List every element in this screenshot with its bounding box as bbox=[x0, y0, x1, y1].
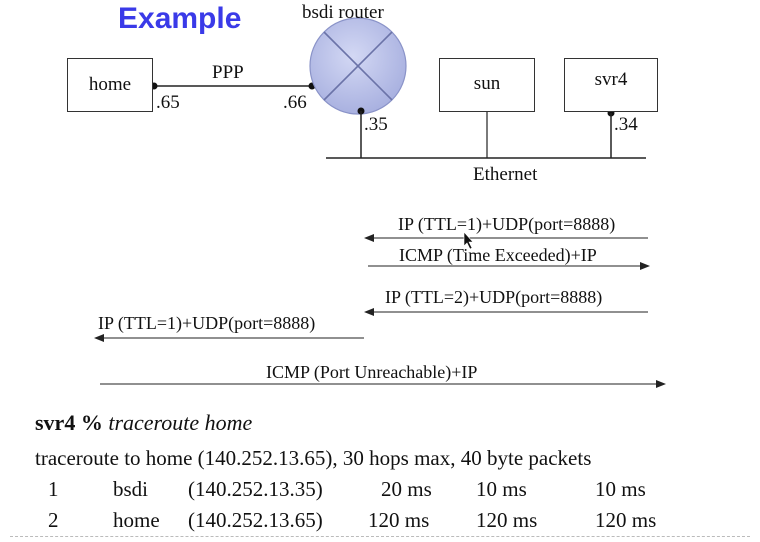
hop-1-time-2: 10 ms bbox=[476, 477, 527, 501]
ethernet-label: Ethernet bbox=[473, 164, 538, 185]
arrow-m1-head bbox=[364, 234, 374, 242]
message-3: IP (TTL=2)+UDP(port=8888) bbox=[385, 287, 603, 307]
hop-1-number: 1 bbox=[48, 477, 59, 501]
hop-1-host: bsdi bbox=[113, 477, 149, 501]
router-cross-b bbox=[323, 31, 393, 101]
arrow-m3-head bbox=[364, 308, 374, 316]
home-node: home bbox=[67, 58, 153, 112]
ppp-label: PPP bbox=[212, 62, 244, 83]
hop-1-ip: (140.252.13.35) bbox=[188, 477, 323, 501]
hop-2-time-1: 120 ms bbox=[368, 508, 430, 532]
hop-1-time-3: 10 ms bbox=[595, 477, 646, 501]
hop-2-ip: (140.252.13.65) bbox=[188, 508, 323, 532]
shell-prompt: svr4 % bbox=[35, 410, 103, 435]
command-line: svr4 % traceroute home bbox=[35, 410, 252, 436]
hop-2-host: home bbox=[113, 508, 160, 532]
slide-title: Example bbox=[118, 2, 242, 35]
hop-1-time-1: 20 ms bbox=[381, 477, 432, 501]
router-ppp-address: .66 bbox=[283, 92, 307, 113]
bottom-divider bbox=[10, 536, 750, 537]
svr4-node-label: svr4 bbox=[594, 69, 628, 90]
hop-2-number: 2 bbox=[48, 508, 59, 532]
svr4-address: .34 bbox=[614, 114, 638, 135]
message-4: IP (TTL=1)+UDP(port=8888) bbox=[98, 313, 316, 333]
router-label: bsdi router bbox=[302, 2, 384, 23]
arrow-m4-head bbox=[94, 334, 104, 342]
message-1: IP (TTL=1)+UDP(port=8888) bbox=[398, 214, 616, 234]
svr4-node: svr4 bbox=[564, 58, 658, 112]
home-address: .65 bbox=[156, 92, 180, 113]
mouse-cursor-icon bbox=[463, 231, 474, 250]
message-2: ICMP (Time Exceeded)+IP bbox=[399, 245, 597, 265]
command-text: traceroute home bbox=[108, 410, 253, 435]
hop-2-time-2: 120 ms bbox=[476, 508, 538, 532]
router-eth-address: .35 bbox=[364, 114, 388, 135]
arrow-m5-head bbox=[656, 380, 666, 388]
sun-node-label: sun bbox=[473, 73, 501, 94]
sun-node: sun bbox=[439, 58, 535, 112]
arrow-m2-head bbox=[640, 262, 650, 270]
home-node-label: home bbox=[88, 74, 132, 95]
message-5: ICMP (Port Unreachable)+IP bbox=[266, 362, 478, 382]
hop-2-time-3: 120 ms bbox=[595, 508, 657, 532]
traceroute-header: traceroute to home (140.252.13.65), 30 h… bbox=[35, 446, 592, 470]
